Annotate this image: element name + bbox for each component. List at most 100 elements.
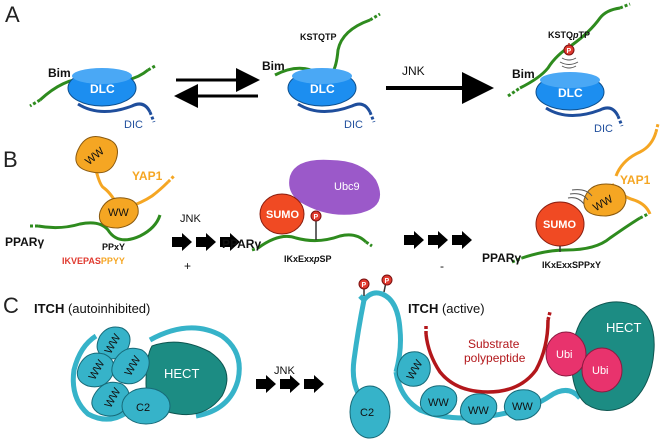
dlc-dic-complex-middle: DLC Bim KSTQTP DIC (262, 12, 381, 131)
dic-label: DIC (594, 123, 613, 135)
dlc-domain-top (292, 68, 352, 84)
itch-active: ITCH (active) P P C2 WW WW WW W (349, 274, 655, 439)
phosphate-badge-icon: P (310, 210, 322, 222)
itch-autoinhibited: HECT WW WW WW WW C2 (70, 325, 242, 425)
motif-label: KSTQTP (300, 32, 337, 42)
motif-label: KSTQpTP (548, 30, 590, 40)
panel-a-letter: A (5, 2, 20, 27)
bim-strand-end (619, 2, 631, 10)
ww-label: WW (512, 401, 533, 413)
panel-a: A DLC Bim DIC DLC Bim (5, 2, 631, 135)
right-arrow-icon (256, 375, 276, 393)
ww-label: WW (428, 397, 449, 409)
bim-strand-end (369, 12, 381, 22)
minus-sign: - (440, 259, 444, 273)
dic-strand-end (616, 115, 624, 127)
ww-domain (503, 389, 542, 421)
substrate-polypeptide (424, 319, 550, 394)
svg-text:P: P (314, 214, 319, 221)
ppar-label: PPARγ (482, 251, 521, 265)
dic-strand-end (148, 111, 156, 123)
ubiquitin-domain (545, 331, 587, 377)
ww-domain (75, 136, 118, 174)
dlc-label: DLC (90, 82, 115, 96)
sumo-inhibition-arrows: - (404, 231, 472, 273)
phosphate-badge-icon: P (563, 44, 575, 56)
right-arrow-icon (428, 231, 448, 249)
right-arrow-icon (172, 233, 192, 251)
right-arrow-icon (304, 375, 324, 393)
ppar-label: PPARγ (222, 237, 261, 251)
phosphate-badge-icon: P (358, 278, 370, 290)
hect-label: HECT (164, 366, 199, 381)
ww-domain (111, 347, 150, 385)
substrate-label-line2: polypeptide (464, 351, 526, 365)
ww-domain (459, 393, 498, 425)
dlc-dic-complex-left: DLC Bim DIC (29, 64, 156, 131)
sumo-label: SUMO (543, 219, 576, 231)
right-arrow-icon (452, 231, 472, 249)
right-arrow-icon (196, 233, 216, 251)
ww-domain (98, 197, 139, 229)
equilibrium-arrows-icon (174, 68, 260, 108)
jnk-label: JNK (402, 64, 425, 78)
ubiquitin-domain (581, 347, 623, 393)
ubc9-label: Ubc9 (334, 181, 360, 193)
ubc9-domain (289, 159, 381, 215)
panel-c-letter: C (3, 293, 19, 318)
right-arrow-icon (280, 375, 300, 393)
plus-sign: + (184, 259, 191, 273)
svg-text:P: P (362, 282, 367, 289)
panel-b: B WW WW YAP1 PPARγ PPxY IKVEPASPPYY JNK … (3, 123, 660, 273)
ppxy-label: PPxY (102, 242, 125, 252)
ppar-label: PPARγ (5, 235, 44, 249)
bim-strand (519, 6, 621, 90)
bim-strand-end (507, 86, 521, 98)
dlc-domain-top (540, 72, 600, 88)
dlc-label: DLC (310, 82, 335, 96)
c2-domain (121, 387, 171, 425)
itch-autoinhibited-title: ITCH (autoinhibited) (34, 301, 150, 316)
c2-label: C2 (136, 402, 150, 414)
bim-strand-end (29, 98, 41, 108)
ppar-strand (37, 214, 162, 242)
jnk-label: JNK (274, 365, 295, 377)
itch-linker (70, 333, 132, 422)
ww-label: WW (108, 207, 129, 219)
svg-text:P: P (567, 48, 572, 55)
sumo-domain (259, 193, 305, 235)
svg-text:P: P (385, 278, 390, 285)
dlc-label: DLC (558, 86, 583, 100)
sumo-ubc9-complex: Ubc9 SUMO P PPARγ IKxExxpSP (222, 159, 381, 264)
panel-c: C ITCH (autoinhibited) HECT WW WW WW WW … (3, 274, 655, 439)
bim-label: Bim (48, 66, 71, 80)
panel-b-letter: B (3, 147, 18, 172)
yap1-label: YAP1 (132, 169, 163, 183)
itch-active-title: ITCH (active) (408, 301, 485, 316)
dic-strand (545, 106, 620, 117)
ubi-label: Ubi (592, 365, 609, 377)
hect-label: HECT (606, 320, 641, 335)
ww-domain (419, 385, 458, 417)
bim-strand-end (147, 64, 156, 72)
motif-label: IKxExxSPPxY (542, 260, 601, 270)
jnk-arrow: JNK (386, 64, 494, 104)
dic-strand (297, 102, 372, 113)
substrate-label-line1: Substrate (468, 337, 520, 351)
itch-linker (362, 290, 403, 373)
jnk-activation-arrows: JNK + (172, 213, 240, 273)
bim-strand (274, 18, 371, 78)
sumo-label: SUMO (266, 209, 299, 221)
c2-domain (349, 385, 391, 439)
ubi-label: Ubi (556, 349, 573, 361)
bim-label: Bim (512, 67, 535, 81)
ww-domain (396, 351, 431, 387)
yap1-ppar-complex-left: WW WW YAP1 PPARγ PPxY IKVEPASPPYY (5, 136, 176, 266)
motif-label: IKxExxpSP (284, 254, 332, 264)
ww-label: WW (468, 405, 489, 417)
ww-domain (76, 352, 115, 388)
phosphate-badge-icon: P (381, 274, 393, 286)
dic-label: DIC (124, 119, 143, 131)
yap1-label: YAP1 (620, 173, 651, 187)
jnk-label: JNK (180, 213, 201, 225)
